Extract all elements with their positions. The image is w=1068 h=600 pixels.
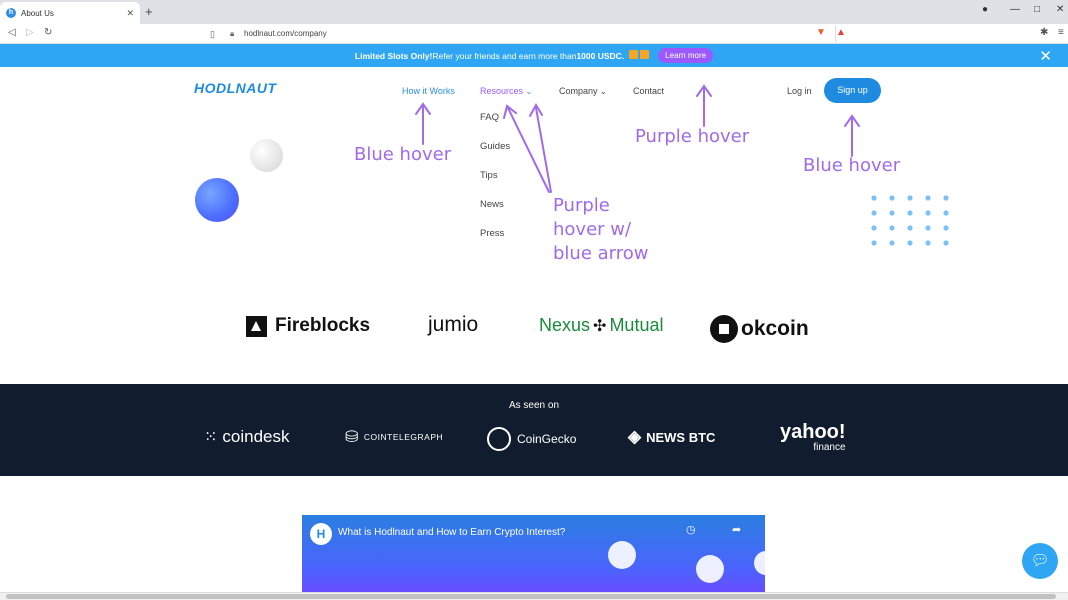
- coingecko-icon: [487, 427, 511, 451]
- learn-more-button[interactable]: Learn more: [658, 48, 714, 63]
- maximize-icon[interactable]: □: [1034, 4, 1041, 15]
- rewards-icon[interactable]: ▲: [836, 27, 846, 38]
- cointelegraph-icon: ⛁: [345, 429, 359, 446]
- extensions-icon[interactable]: ✱: [1040, 27, 1049, 38]
- partner-logo-okcoin: okcoin: [710, 315, 809, 343]
- video-channel-logo[interactable]: H: [310, 523, 332, 545]
- banner-close-icon[interactable]: ✕: [1039, 48, 1052, 65]
- partner-name: jumio: [428, 313, 479, 336]
- okcoin-icon: [710, 315, 738, 343]
- decorative-circle: [696, 555, 724, 583]
- annotation-line: blue arrow: [553, 243, 649, 264]
- press-name: CoinGecko: [517, 432, 577, 446]
- site-logo[interactable]: HODLNAUT: [194, 80, 277, 96]
- scrollbar-thumb[interactable]: [6, 594, 1056, 599]
- press-name: coindesk: [222, 427, 290, 446]
- window-close-icon[interactable]: ✕: [1056, 4, 1065, 15]
- annotation-line: hover w/: [553, 219, 632, 240]
- partner-logo-jumio: jumio: [428, 313, 478, 337]
- press-logo-coingecko: CoinGecko: [487, 427, 576, 451]
- dropdown-item-guides[interactable]: Guides: [480, 141, 511, 152]
- nav-company-label: Company: [559, 86, 598, 96]
- reload-icon[interactable]: ↻: [44, 27, 53, 38]
- bookmark-icon[interactable]: ▯: [210, 29, 215, 39]
- as-seen-on-section: [0, 384, 1068, 476]
- url-text: hodlnaut.com/company: [244, 29, 327, 38]
- login-link[interactable]: Log in: [787, 86, 812, 96]
- banner-bold-text: Limited Slots Only!: [354, 50, 433, 61]
- decorative-sphere: [195, 178, 239, 222]
- menu-icon[interactable]: ≡: [1058, 27, 1064, 38]
- dropdown-item-press[interactable]: Press: [480, 228, 505, 239]
- signup-button[interactable]: Sign up: [824, 78, 881, 103]
- browser-tab-bar: h About Us ✕ + ● — □ ✕: [0, 0, 1068, 24]
- nav-company[interactable]: Company ⌄: [559, 86, 607, 96]
- share-icon[interactable]: ➦: [732, 524, 742, 536]
- annotation-blue-hover-right: Blue hover: [803, 155, 901, 176]
- partner-name: Mutual: [609, 315, 664, 335]
- press-name: yahoo!: [780, 421, 846, 443]
- press-logo-cointelegraph: ⛁ COINTELEGRAPH: [345, 427, 443, 447]
- banner-text: Refer your friends and earn more than: [432, 50, 577, 61]
- annotation-line: Purple: [553, 195, 610, 216]
- nav-contact[interactable]: Contact: [633, 86, 665, 96]
- annotation-purple-arrow: Purple hover w/ blue arrow: [553, 194, 648, 266]
- press-logo-coindesk: ⁙ coindesk: [204, 427, 290, 447]
- decorative-sphere: [250, 139, 283, 172]
- minimize-icon[interactable]: —: [1010, 4, 1020, 15]
- partner-logo-nexus-mutual: Nexus ✣ Mutual: [539, 315, 663, 336]
- newsbtc-icon: ◈: [628, 427, 642, 446]
- horizontal-scrollbar[interactable]: [0, 592, 1068, 600]
- partner-logo-fireblocks: Fireblocks: [246, 315, 370, 337]
- decorative-dot-grid: [871, 195, 949, 246]
- profile-icon[interactable]: ●: [982, 4, 989, 15]
- tab-close-icon[interactable]: ✕: [126, 7, 134, 18]
- url-field[interactable]: ▯ 🔒︎ hodlnaut.com/company: [206, 26, 836, 42]
- chevron-down-icon: ⌄: [600, 87, 607, 96]
- as-seen-on-title: As seen on: [508, 400, 560, 411]
- brave-shield-icon[interactable]: ▼: [816, 27, 826, 38]
- chevron-down-icon: ⌄: [525, 87, 533, 96]
- decorative-circle: [608, 541, 636, 569]
- video-player[interactable]: H What is Hodlnaut and How to Earn Crypt…: [302, 515, 765, 593]
- site-favicon-icon: h: [6, 8, 16, 18]
- press-name: finance: [813, 442, 846, 453]
- coindesk-icon: ⁙: [204, 429, 218, 446]
- press-name: NEWS BTC: [646, 429, 716, 445]
- annotation-purple-hover: Purple hover: [635, 126, 750, 147]
- press-logo-yahoo-finance: yahoo! finance: [780, 421, 846, 455]
- press-logo-newsbtc: ◈ NEWS BTC: [628, 427, 715, 447]
- gift-icon: [628, 50, 650, 61]
- partner-name: okcoin: [741, 317, 809, 340]
- back-icon[interactable]: ◁: [8, 27, 16, 38]
- new-tab-button[interactable]: +: [145, 4, 153, 19]
- watch-later-icon[interactable]: ◷: [686, 524, 696, 536]
- dropdown-item-faq[interactable]: FAQ: [480, 112, 500, 123]
- decorative-circle: [754, 551, 765, 575]
- forward-icon[interactable]: ▷: [26, 27, 34, 38]
- promo-banner: Limited Slots Only! Refer your friends a…: [0, 44, 1068, 67]
- nav-resources-label: Resources: [480, 86, 524, 96]
- tab-title: About Us: [21, 8, 54, 18]
- nav-resources[interactable]: Resources ⌄: [480, 86, 532, 96]
- nexus-mutual-icon: ✣: [593, 317, 607, 335]
- lock-icon: 🔒︎: [230, 29, 235, 38]
- dropdown-item-news[interactable]: News: [480, 199, 504, 210]
- chat-icon: 💬︎: [1030, 552, 1050, 569]
- partner-name: Fireblocks: [275, 315, 371, 336]
- chat-widget-button[interactable]: 💬︎: [1022, 543, 1058, 579]
- nav-how-it-works[interactable]: How it Works: [402, 86, 455, 96]
- logo-text: HODLNAUT: [194, 80, 277, 96]
- fireblocks-icon: [246, 315, 267, 337]
- partner-name: Nexus: [539, 315, 591, 335]
- browser-tab[interactable]: h About Us ✕: [0, 2, 140, 24]
- dropdown-item-tips[interactable]: Tips: [480, 170, 498, 181]
- video-title[interactable]: What is Hodlnaut and How to Earn Crypto …: [338, 527, 566, 538]
- banner-amount: 1000 USDC.: [576, 50, 625, 61]
- browser-address-bar: ◁ ▷ ↻ ▯ 🔒︎ hodlnaut.com/company ▼ ▲ ✱ ≡: [0, 24, 1068, 44]
- annotation-blue-hover-left: Blue hover: [354, 144, 452, 165]
- press-name: COINTELEGRAPH: [363, 432, 444, 442]
